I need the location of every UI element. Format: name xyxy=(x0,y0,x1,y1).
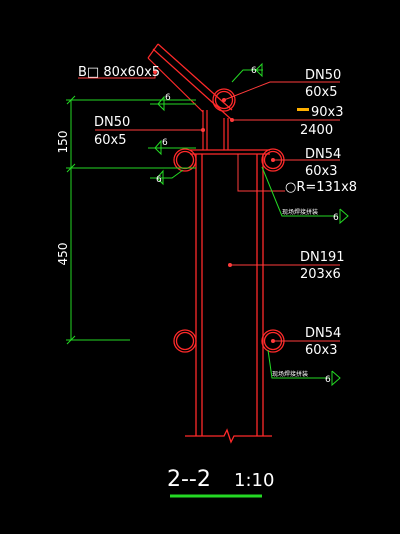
incline-upper-edge xyxy=(147,57,204,113)
dim-upper-value: 150 xyxy=(56,131,70,154)
upper-left-rail-pipe-outer xyxy=(173,148,197,172)
label-upper-rail-name: DN54 xyxy=(305,147,341,162)
label-left-pipe-size: 60x5 xyxy=(94,133,127,148)
note-upper: 现场焊接拼装 xyxy=(282,208,318,216)
label-upper-rail-size: 60x3 xyxy=(305,164,338,179)
label-lower-rail-size: 60x3 xyxy=(305,343,338,358)
plate-marker xyxy=(297,108,309,111)
weld-size-6: 6 xyxy=(325,375,331,385)
section-scale: 1:10 xyxy=(234,470,274,491)
dimension-line xyxy=(66,95,196,345)
lower-left-rail-pipe-outer xyxy=(173,329,197,353)
label-post-name: DN191 xyxy=(300,250,345,265)
main-post xyxy=(185,149,272,444)
incline-end-cap xyxy=(147,43,159,59)
note-lower: 现场焊接拼装 xyxy=(272,370,308,378)
dot-upper-rail xyxy=(271,158,275,162)
label-rail-pipe-size: 60x5 xyxy=(305,85,338,100)
label-rail-pipe-name: DN50 xyxy=(305,68,341,83)
label-bend-radius: ○R=131x8 xyxy=(285,180,357,195)
dot-top-section xyxy=(153,70,157,74)
leader-dots xyxy=(153,70,275,343)
weld-size-5: 6 xyxy=(333,213,339,223)
incline-lower-edge xyxy=(152,48,233,121)
upper-left-rail-pipe-inner xyxy=(175,150,195,170)
weld-leaders xyxy=(148,62,349,387)
weld-leader-5 xyxy=(261,166,338,217)
label-post-size: 203x6 xyxy=(300,267,341,282)
weld-flag-5 xyxy=(339,208,349,225)
dot-left-pipe xyxy=(201,128,205,132)
pipes xyxy=(173,88,285,353)
dot-lower-rail xyxy=(271,339,275,343)
weld-leader-6 xyxy=(267,349,330,379)
label-left-pipe-name: DN50 xyxy=(94,115,130,130)
dim-tick-bottom xyxy=(66,335,76,345)
dot-rail-pipe xyxy=(222,98,226,102)
top-rail-pipe-outer xyxy=(212,88,236,112)
break-line xyxy=(185,428,272,444)
leader-bend-radius xyxy=(237,154,285,192)
weld-size-2: 6 xyxy=(165,93,171,103)
dim-tick-top xyxy=(66,95,76,105)
weld-flag-4 xyxy=(156,169,164,186)
label-lower-rail-name: DN54 xyxy=(305,326,341,341)
section-title: 2--2 xyxy=(167,467,211,492)
red-leaders xyxy=(78,72,340,342)
dot-plate xyxy=(230,118,234,122)
top-rail-pipe-inner xyxy=(214,90,234,110)
dim-tick-mid xyxy=(66,163,76,173)
weld-flag-3 xyxy=(154,139,162,156)
upper-support xyxy=(202,110,229,150)
leader-rail-pipe xyxy=(223,81,340,101)
weld-size-4: 6 xyxy=(156,175,162,185)
label-top-section: B□ 80x60x5 xyxy=(78,65,160,80)
weld-size-1: 6 xyxy=(251,66,257,76)
inclined-rail xyxy=(147,43,233,121)
label-plate-length: 2400 xyxy=(300,123,333,138)
lower-left-rail-pipe-inner xyxy=(175,331,195,351)
weld-leader-4 xyxy=(150,169,184,179)
dim-lower-value: 450 xyxy=(56,243,70,266)
weld-size-3: 6 xyxy=(162,138,168,148)
label-plate: 90x3 xyxy=(311,105,344,120)
weld-flag-1 xyxy=(255,62,263,78)
weld-flag-6 xyxy=(331,370,341,387)
dot-post xyxy=(228,263,232,267)
incline-inner-edge xyxy=(157,43,233,111)
